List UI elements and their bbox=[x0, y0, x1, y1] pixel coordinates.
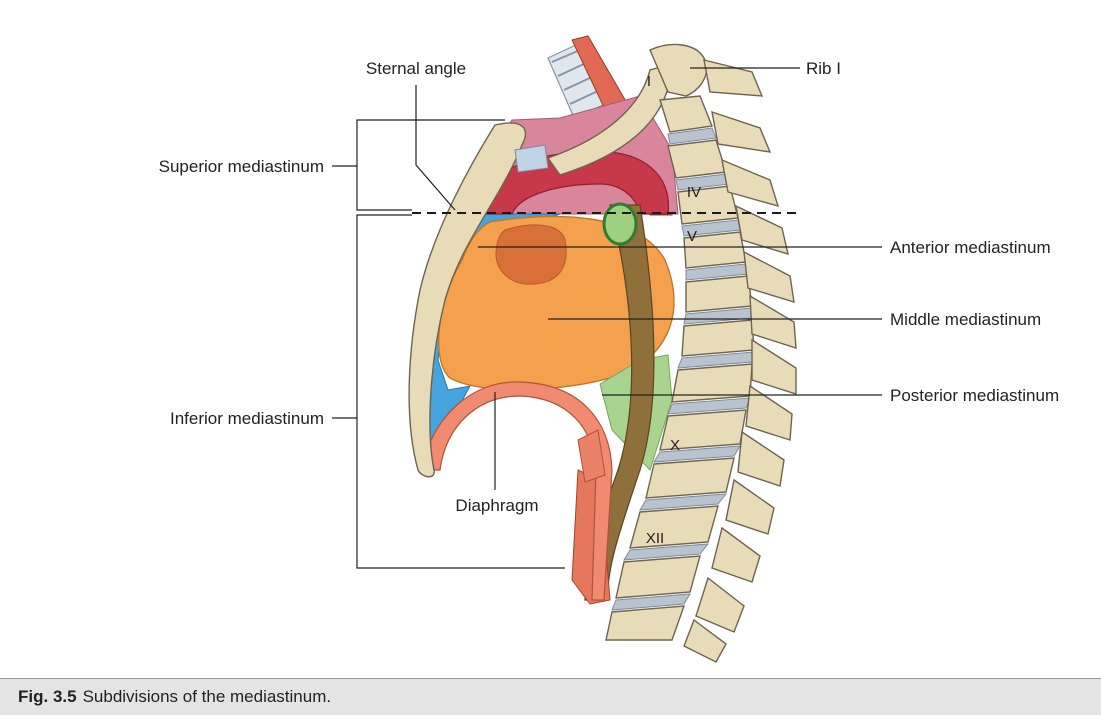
t5-numeral: V bbox=[687, 228, 697, 245]
figure-number: Fig. 3.5 bbox=[18, 687, 77, 706]
rib-i-label: Rib I bbox=[806, 59, 841, 78]
figure-caption: Fig. 3.5 Subdivisions of the mediastinum. bbox=[0, 679, 1101, 715]
caption-text: Subdivisions of the mediastinum. bbox=[82, 687, 332, 706]
sternum bbox=[408, 122, 527, 478]
rib-1-numeral: I bbox=[647, 73, 651, 90]
caption-rule bbox=[0, 678, 1101, 679]
superior-mediastinum-label: Superior mediastinum bbox=[159, 157, 324, 176]
anterior-mediastinum-label: Anterior mediastinum bbox=[890, 238, 1051, 257]
sternal-angle-leader bbox=[415, 85, 456, 211]
sternal-angle-label: Sternal angle bbox=[366, 59, 466, 78]
heart-upper-chamber bbox=[495, 224, 567, 285]
diaphragm-crura bbox=[577, 429, 606, 483]
t12-numeral: XII bbox=[646, 530, 664, 547]
diaphragm-dome bbox=[421, 381, 613, 601]
costal-cartilage bbox=[514, 144, 549, 173]
spinous-processes bbox=[683, 59, 797, 663]
posterior-mediastinum-label: Posterior mediastinum bbox=[890, 386, 1059, 405]
t10-numeral: X bbox=[670, 437, 680, 454]
middle-mediastinum-label: Middle mediastinum bbox=[890, 310, 1041, 329]
vertebral-column bbox=[605, 43, 755, 641]
diaphragm-label: Diaphragm bbox=[455, 496, 538, 515]
superior-mediastinum-bracket bbox=[356, 119, 505, 211]
inferior-mediastinum-bracket bbox=[356, 214, 565, 569]
inferior-mediastinum-label: Inferior mediastinum bbox=[170, 409, 324, 428]
t4-numeral: IV bbox=[687, 184, 701, 201]
esophagus-section bbox=[602, 202, 638, 246]
